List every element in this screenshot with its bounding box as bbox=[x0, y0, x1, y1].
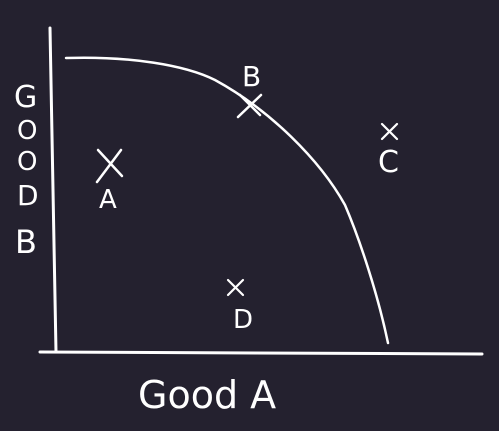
ppf-curve bbox=[64, 56, 390, 345]
point-d-marker bbox=[226, 278, 245, 297]
point-c-label: C bbox=[378, 145, 399, 180]
point-d-label: D bbox=[233, 305, 253, 335]
y-axis-letter: G bbox=[14, 80, 37, 115]
y-axis-label: G O O D B bbox=[14, 80, 39, 261]
point-c: C bbox=[378, 122, 399, 180]
y-axis bbox=[48, 26, 58, 354]
y-axis-letter: B bbox=[15, 223, 37, 261]
point-b-label: B bbox=[242, 60, 261, 93]
point-d: D bbox=[226, 278, 253, 335]
x-axis-label: Good A bbox=[138, 373, 276, 417]
point-b: B bbox=[236, 60, 263, 119]
point-a-label: A bbox=[99, 185, 117, 215]
point-b-marker bbox=[236, 93, 263, 119]
y-axis-letter: D bbox=[17, 179, 39, 212]
point-c-marker bbox=[380, 122, 399, 141]
x-axis bbox=[38, 350, 484, 356]
point-a: A bbox=[95, 148, 124, 215]
axes bbox=[38, 26, 484, 356]
y-axis-letter: O bbox=[17, 116, 37, 146]
point-a-marker bbox=[95, 148, 124, 184]
y-axis-letter: O bbox=[17, 147, 37, 177]
